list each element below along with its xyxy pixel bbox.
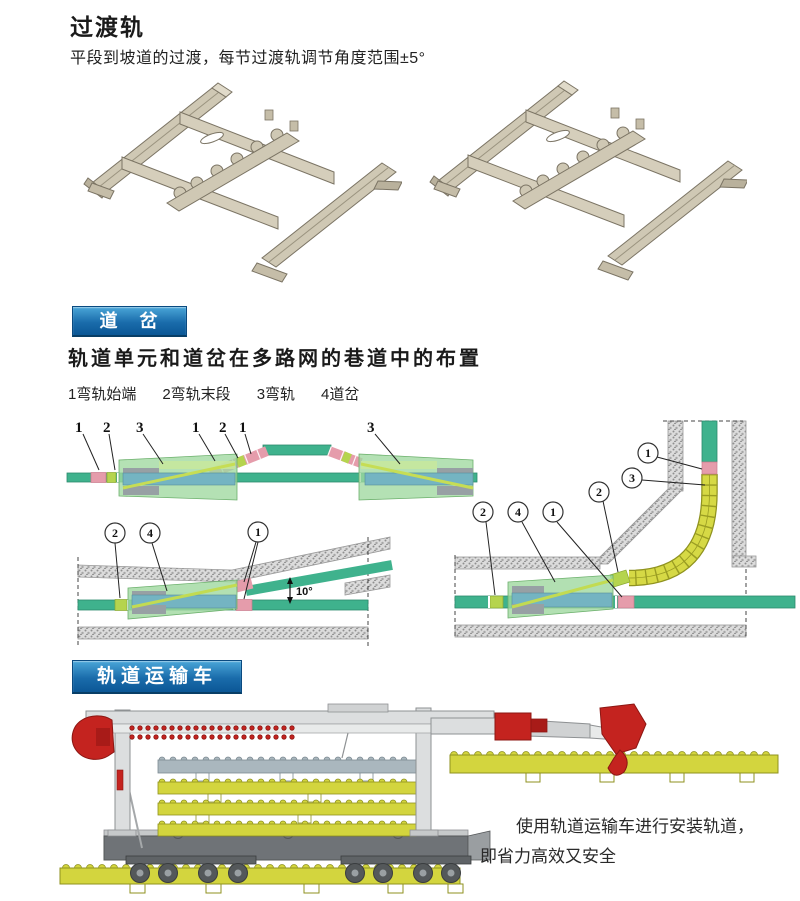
callout-1-top: 1	[637, 442, 659, 464]
label-2: 2	[103, 420, 111, 436]
angle-marker: 10°	[287, 577, 313, 604]
svg-text:2: 2	[596, 485, 602, 499]
legend-item-3: 3弯轨	[256, 386, 296, 403]
drive-motor	[71, 715, 115, 760]
crane-arm	[430, 703, 647, 776]
switch-unit	[507, 574, 614, 619]
transition-rail-drawing-left	[83, 82, 402, 283]
transition-subtitle: 平段到坡道的过渡，每节过渡轨调节角度范围±5°	[70, 50, 426, 67]
section-badge-switch: 道 岔	[72, 306, 187, 337]
legend-item-2: 2弯轨末段	[162, 386, 231, 403]
svg-text:4: 4	[147, 526, 153, 540]
callouts: 2 4 1	[104, 521, 269, 544]
callouts: 1 3 2 2 4 1	[472, 442, 659, 523]
switch-heading: 轨道单元和道岔在多路网的巷道中的布置	[68, 348, 482, 370]
rail-gripper	[599, 703, 647, 776]
svg-text:1: 1	[255, 525, 261, 539]
curved-track	[628, 474, 718, 587]
label-5: 2	[219, 420, 227, 436]
switch-legend: 1弯轨始端 2弯轨末段 3弯轨 4道岔	[68, 383, 385, 404]
wheels-right	[345, 863, 461, 883]
label-1: 1	[75, 420, 83, 436]
callout-2-lower: 2	[472, 501, 494, 523]
leader-lines	[114, 541, 259, 600]
caption-line-2: 即省力高效又安全	[480, 846, 616, 866]
legend-item-4: 4道岔	[321, 386, 360, 403]
callout-3: 3	[621, 467, 643, 489]
svg-text:2: 2	[112, 526, 118, 540]
legend-item-1: 1弯轨始端	[68, 386, 137, 403]
loop-leader-lines	[82, 433, 401, 471]
rail-transporter-drawing	[59, 703, 779, 894]
label-6: 1	[239, 420, 247, 436]
leader-lines	[485, 456, 706, 598]
callout-2-upper: 2	[588, 481, 610, 503]
loop-switch-left	[118, 453, 238, 501]
label-4: 1	[192, 420, 200, 436]
tunnel-walls	[77, 536, 391, 647]
diagram-switch-10deg: 10° 2 4 1	[77, 521, 393, 647]
svg-text:1: 1	[645, 446, 651, 460]
diagram-corner-junction: 1 3 2 2 4 1	[454, 420, 796, 639]
caption-line-1: 使用轨道运输车进行安装轨道，	[516, 817, 754, 836]
callout-2: 2	[104, 522, 126, 544]
loop-labels: 1 2 3 1 2 1 3	[75, 420, 375, 436]
svg-text:2: 2	[480, 505, 486, 519]
angle-label: 10°	[296, 586, 313, 598]
callout-1-lower: 1	[542, 501, 564, 523]
section-badge-transporter: 轨道运输车	[72, 660, 242, 694]
wheel-bogies	[125, 855, 472, 883]
callout-4: 4	[507, 501, 529, 523]
ground-rail	[59, 864, 464, 894]
vertical-track	[701, 420, 718, 475]
page-title: 过渡轨	[70, 14, 145, 40]
transporter-caption: 使用轨道运输车进行安装轨道， 即省力高效又安全	[480, 812, 800, 872]
svg-text:1: 1	[550, 505, 556, 519]
diagram-passing-loop: 1 2 3 1 2 1 3	[66, 420, 478, 501]
svg-text:3: 3	[629, 471, 635, 485]
svg-text:4: 4	[515, 505, 521, 519]
label-7: 3	[367, 420, 375, 436]
rail-stack	[157, 756, 417, 837]
callout-1: 1	[247, 521, 269, 543]
loop-switch-right	[358, 453, 474, 501]
switch-unit	[127, 579, 238, 620]
main-track	[454, 569, 796, 609]
label-3: 3	[136, 420, 144, 436]
tunnel-walls	[454, 420, 757, 639]
callout-4: 4	[139, 522, 161, 544]
transition-rail-drawing-right	[429, 80, 747, 281]
wheels-left	[130, 863, 248, 883]
